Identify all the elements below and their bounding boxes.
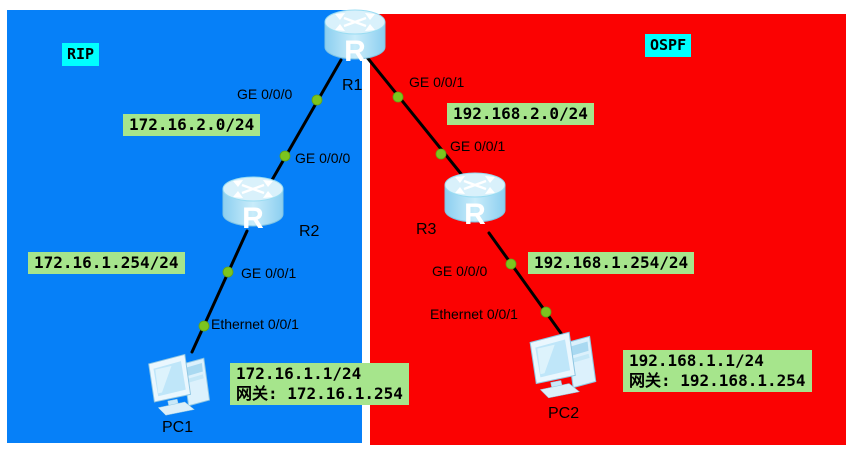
link-r1-r2 xyxy=(266,58,343,189)
device-r1[interactable]: R xyxy=(319,6,391,66)
port-dot-pc1-eth001 xyxy=(198,320,210,332)
port-dot-pc2-eth001 xyxy=(540,306,552,318)
ospf-protocol-note: OSPF xyxy=(645,34,692,57)
port-label-pc1-eth001: Ethernet 0/0/1 xyxy=(211,316,299,332)
pc1-gateway: 网关: 172.16.1.254 xyxy=(236,384,403,403)
rip-protocol-note: RIP xyxy=(62,43,100,66)
port-label-pc2-eth001: Ethernet 0/0/1 xyxy=(430,306,518,322)
pc-icon xyxy=(148,353,211,416)
svg-text:R: R xyxy=(464,198,486,230)
device-pc2[interactable] xyxy=(524,324,606,400)
port-dot-r3-ge000 xyxy=(505,258,517,270)
network-note-r1-r2: 172.16.2.0/24 xyxy=(123,114,261,136)
pc2-gateway: 网关: 192.168.1.254 xyxy=(629,371,806,390)
port-dot-r3-ge001 xyxy=(435,148,447,160)
port-label-r1-ge000: GE 0/0/0 xyxy=(237,86,293,102)
pc1-ip: 172.16.1.1/24 xyxy=(236,364,362,383)
port-label-r2-ge001: GE 0/0/1 xyxy=(241,265,297,281)
device-pc1[interactable] xyxy=(143,346,219,418)
port-dot-r1-ge000 xyxy=(311,94,323,106)
device-label-r3: R3 xyxy=(416,221,437,238)
port-label-r3-ge001: GE 0/0/1 xyxy=(450,138,506,154)
svg-text:R: R xyxy=(242,202,264,234)
port-dot-r2-ge001 xyxy=(222,266,234,278)
device-r3[interactable]: R xyxy=(439,168,511,230)
pc2-config-note: 192.168.1.1/24 网关: 192.168.1.254 xyxy=(623,350,812,392)
gateway-ip-note-r3: 192.168.1.254/24 xyxy=(528,252,695,274)
pc-icon xyxy=(529,331,597,399)
network-note-r1-r3: 192.168.2.0/24 xyxy=(447,103,594,125)
port-label-r2-ge000: GE 0/0/0 xyxy=(295,150,351,166)
device-r2[interactable]: R xyxy=(217,172,289,234)
port-label-r1-ge001: GE 0/0/1 xyxy=(409,74,465,90)
svg-text:R: R xyxy=(344,35,366,66)
port-label-r3-ge000: GE 0/0/0 xyxy=(432,263,488,279)
router-icon: R xyxy=(444,172,506,230)
router-icon: R xyxy=(222,176,284,234)
pc2-ip: 192.168.1.1/24 xyxy=(629,351,764,370)
device-label-pc1: PC1 xyxy=(162,419,194,436)
router-icon: R xyxy=(324,9,386,66)
pc1-config-note: 172.16.1.1/24 网关: 172.16.1.254 xyxy=(230,363,409,405)
device-label-pc2: PC2 xyxy=(548,405,580,422)
port-dot-r1-ge001 xyxy=(392,91,404,103)
link-r3-pc2 xyxy=(487,231,565,338)
device-label-r2: R2 xyxy=(299,223,320,240)
link-r2-pc1 xyxy=(190,229,249,354)
gateway-ip-note-r2: 172.16.1.254/24 xyxy=(28,252,185,274)
device-label-r1: R1 xyxy=(342,77,363,94)
port-dot-r2-ge000 xyxy=(279,150,291,162)
